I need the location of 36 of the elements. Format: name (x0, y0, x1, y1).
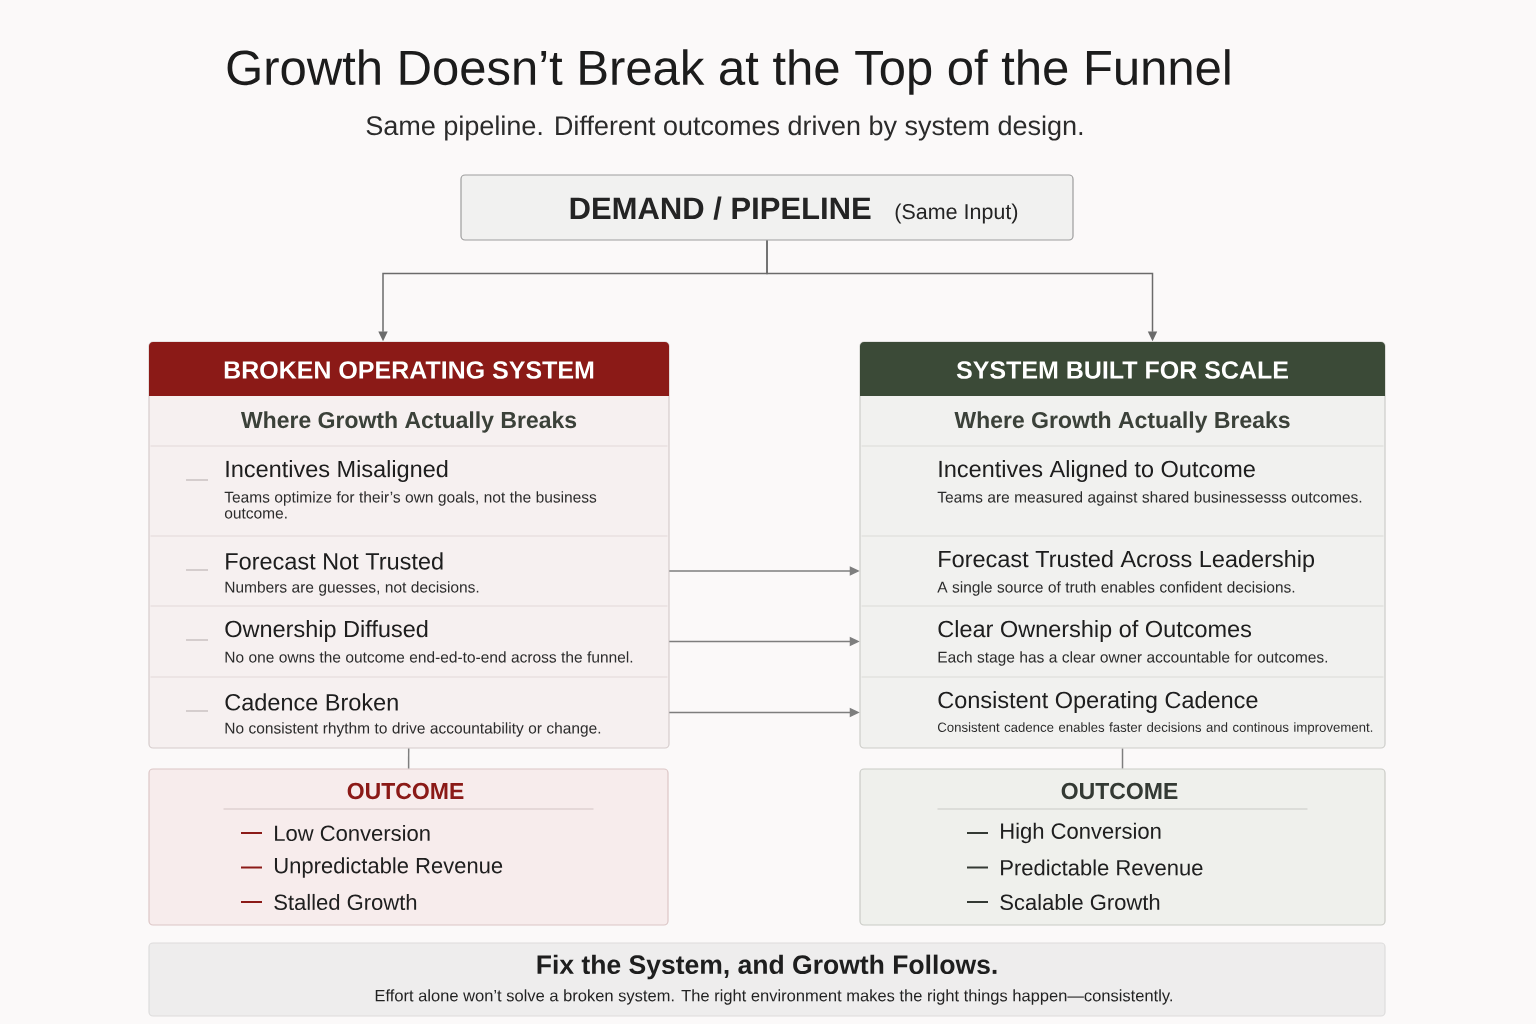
list-item: High Conversion (1001, 822, 1161, 844)
list-item: Scalable Growth (1000, 893, 1160, 911)
connector-line (407, 747, 410, 770)
header-bar: BROKEN OPERATING SYSTEM (149, 342, 669, 396)
row-text: A single source of truth enables confident decisions. (937, 581, 1295, 596)
header-bar: SYSTEM BUILT FOR SCALE (860, 342, 1385, 396)
connector-line (1121, 747, 1124, 770)
panel-subtitle: Where Growth Actually Breaks (954, 411, 1290, 433)
row-title: Incentives Aligned to Outcome (939, 460, 1255, 482)
row-title: Forecast Not Trusted (226, 552, 443, 570)
list-item: Stalled Growth (274, 893, 417, 911)
row-text: Teams optimize for their’s own goals, not the business outcome. (224, 491, 597, 519)
subtitle: Same pipeline. Different outcomes driven by system design. (366, 115, 1083, 141)
panel-subtitle: Where Growth Actually Breaks (240, 411, 577, 433)
row-text: Numbers are guesses, not decisions. (225, 581, 479, 596)
outcome-heading: OUTCOME (347, 782, 464, 800)
list-item: Low Conversion (275, 824, 430, 842)
title: Growth Doesn’t Break at the Top of the Funnel (227, 49, 1230, 95)
list-item: Unpredictable Revenue (274, 857, 503, 878)
row-text: No consistent rhythm to drive accountability or change. (225, 722, 601, 737)
row-text: Consistent cadence enables faster decisions and continous improvement. (937, 722, 1373, 735)
row-text: Teams are measured against shared businessesss outcomes. (937, 491, 1362, 506)
row-title: Ownership Diffused (225, 620, 428, 642)
row-title: Cadence Broken (225, 693, 398, 711)
row-title: Forecast Trusted Across Leadership (939, 550, 1314, 572)
banner-text: Effort alone won’t solve a broken system. The right environment makes the right things happen—consistently. (375, 989, 1172, 1005)
row-title: Consistent Operating Cadence (938, 691, 1258, 713)
row-text: No one owns the outcome end-ed-to-end across the funnel. (225, 651, 633, 663)
row-text: Each stage has a clear owner accountable for outcomes. (938, 651, 1328, 666)
box-heading: DEMAND / PIPELINE (570, 196, 871, 220)
banner-heading: Fix the System, and Growth Follows. (537, 954, 997, 980)
outcome-heading: OUTCOME (1061, 782, 1178, 800)
box-note: (Same Input) (895, 203, 1018, 224)
list-item: Predictable Revenue (1001, 859, 1203, 876)
row-title: Incentives Misaligned (226, 460, 448, 482)
row-title: Clear Ownership of Outcomes (938, 620, 1252, 642)
